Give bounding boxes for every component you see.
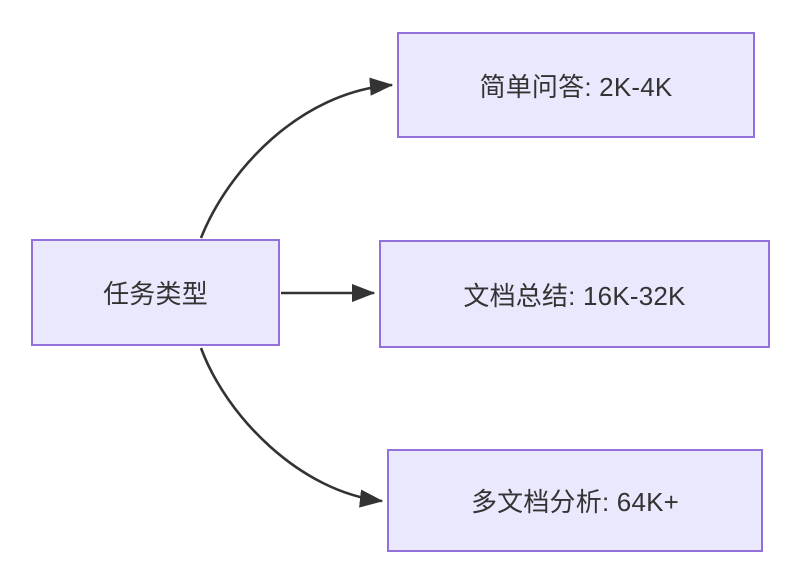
edge-root-to-simple-qa <box>199 77 394 239</box>
node-doc-summary[interactable]: 文档总结: 16K-32K <box>379 240 770 348</box>
node-task-type-label: 任务类型 <box>103 279 208 309</box>
node-multi-doc[interactable]: 多文档分析: 64K+ <box>387 449 763 552</box>
node-task-type[interactable]: 任务类型 <box>31 239 280 346</box>
node-doc-summary-label: 文档总结: 16K-32K <box>463 280 686 311</box>
node-simple-qa-label: 简单问答: 2K-4K <box>479 71 673 102</box>
node-multi-doc-label: 多文档分析: 64K+ <box>470 487 680 517</box>
node-simple-qa[interactable]: 简单问答: 2K-4K <box>397 32 755 138</box>
edge-root-to-multi-doc <box>199 347 384 508</box>
